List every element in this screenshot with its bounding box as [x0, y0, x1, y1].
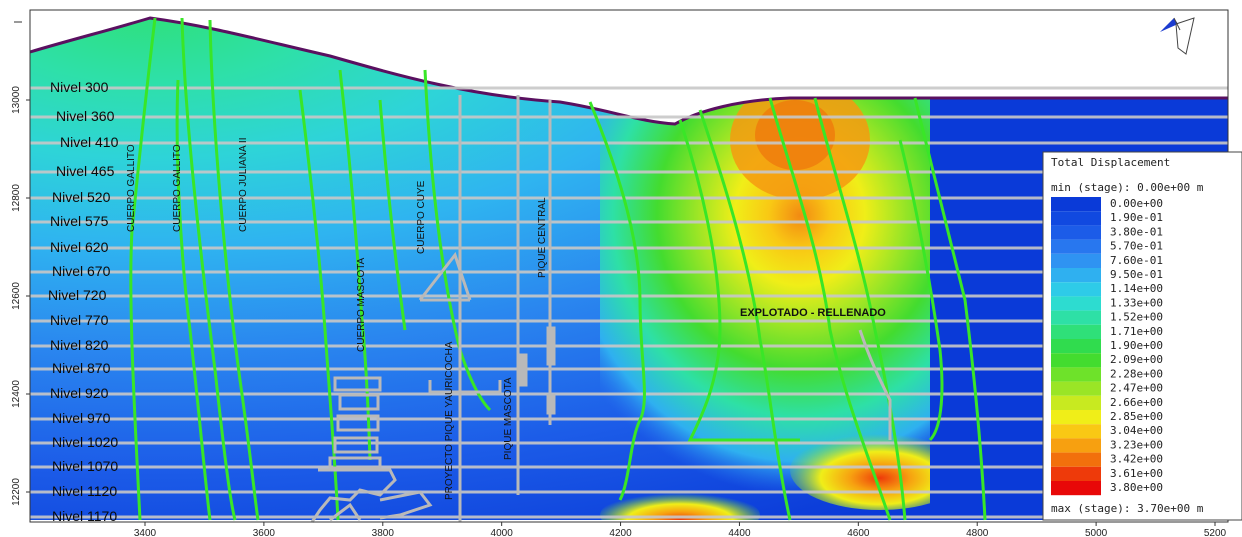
legend-swatch	[1051, 253, 1101, 268]
level-label: Nivel 520	[52, 189, 111, 205]
legend-entry-label: 1.52e+00	[1110, 311, 1163, 324]
legend-swatch	[1051, 239, 1101, 254]
legend-entry-label: 1.14e+00	[1110, 282, 1163, 295]
x-tick-label: 4000	[491, 528, 514, 537]
level-label: Nivel 720	[48, 287, 107, 303]
y-axis: 13000 12800 12600 12400 12200	[11, 21, 30, 506]
legend-entry-label: 2.66e+00	[1110, 396, 1163, 409]
legend-entry-label: 1.33e+00	[1110, 296, 1163, 309]
legend-swatch	[1051, 310, 1101, 325]
legend-max-label: max (stage): 3.70e+00 m	[1051, 502, 1204, 515]
legend-entry-label: 2.09e+00	[1110, 353, 1163, 366]
level-label: Nivel 410	[60, 134, 119, 150]
label-cuerpo-gallito-2: CUERPO GALLITO	[172, 144, 183, 232]
x-tick-label: 3600	[253, 528, 276, 537]
mine-infrastructure	[310, 95, 892, 523]
y-tick-label: 12200	[11, 478, 22, 506]
level-label: Nivel 575	[50, 213, 109, 229]
legend-swatch	[1051, 424, 1101, 439]
legend-swatch	[1051, 211, 1101, 226]
legend-swatch	[1051, 466, 1101, 481]
x-tick-label: 4800	[966, 528, 989, 537]
legend-entry-label: 3.23e+00	[1110, 438, 1163, 451]
x-tick-label: 5000	[1085, 528, 1108, 537]
y-tick-label: 12800	[11, 184, 22, 212]
north-arrow-icon	[1160, 17, 1195, 55]
legend-swatch	[1051, 367, 1101, 382]
x-tick-label: 4200	[609, 528, 632, 537]
level-label: Nivel 360	[56, 108, 115, 124]
level-label: Nivel 465	[56, 163, 115, 179]
legend-entry-label: 3.61e+00	[1110, 467, 1163, 480]
legend-swatch	[1051, 381, 1101, 396]
level-label: Nivel 920	[50, 385, 109, 401]
level-label: Nivel 300	[50, 79, 109, 95]
x-tick-label: 3800	[372, 528, 395, 537]
label-cuerpo-gallito-1: CUERPO GALLITO	[126, 144, 137, 232]
x-tick-label: 4400	[728, 528, 751, 537]
legend-min-label: min (stage): 0.00e+00 m	[1051, 181, 1204, 194]
legend-swatch	[1051, 438, 1101, 453]
x-tick-label: 5200	[1204, 528, 1227, 537]
legend-title: Total Displacement	[1051, 156, 1170, 169]
label-pique-central: PIQUE CENTRAL	[537, 197, 548, 278]
legend-swatch	[1051, 225, 1101, 240]
level-label: Nivel 1120	[52, 483, 117, 499]
x-axis: 3400 3600 3800 4000 4200 4400 4600 4800 5000 5200	[134, 522, 1227, 537]
ore-body-contours	[129, 17, 987, 521]
legend-entry-label: 3.42e+00	[1110, 453, 1163, 466]
legend-entry-label: 3.04e+00	[1110, 424, 1163, 437]
zone-label-explotado: EXPLOTADO - RELLENADO	[740, 307, 886, 319]
level-label: Nivel 670	[52, 263, 111, 279]
legend-entry-label: 7.60e-01	[1110, 254, 1163, 267]
legend-swatch	[1051, 395, 1101, 410]
legend-entry-label: 3.80e-01	[1110, 225, 1163, 238]
level-label: Nivel 1170	[52, 508, 117, 524]
level-label: Nivel 1020	[52, 434, 118, 450]
level-lines	[30, 86, 1228, 519]
legend-swatch	[1051, 324, 1101, 339]
legend-swatch	[1051, 353, 1101, 368]
level-label: Nivel 870	[52, 360, 111, 376]
legend-entry-label: 1.90e-01	[1110, 211, 1163, 224]
label-proyecto-pique-yauricocha: PROYECTO PIQUE YAURICOCHA	[444, 341, 455, 500]
x-tick-label: 3400	[134, 528, 157, 537]
level-label: Nivel 1070	[52, 458, 118, 474]
legend-entry-label: 0.00e+00	[1110, 197, 1163, 210]
legend-swatch	[1051, 481, 1101, 496]
legend-entries: 0.00e+001.90e-013.80e-01 5.70e-017.60e-01…	[1051, 197, 1163, 496]
legend-entry-label: 2.28e+00	[1110, 367, 1163, 380]
legend-entry-label: 1.71e+00	[1110, 325, 1163, 338]
label-cuerpo-juliana: CUERPO JULIANA II	[238, 138, 249, 232]
label-cuerpo-cuye: CUERPO CUYE	[416, 180, 427, 254]
legend-swatch	[1051, 268, 1101, 283]
legend-entry-label: 1.90e+00	[1110, 339, 1163, 352]
y-tick-label: 13000	[11, 86, 22, 114]
legend-entry-label: 2.85e+00	[1110, 410, 1163, 423]
level-label: Nivel 620	[50, 239, 109, 255]
x-tick-label: 4600	[847, 528, 870, 537]
y-tick-label: 12400	[11, 380, 22, 408]
ore-body-labels: CUERPO GALLITO CUERPO GALLITO CUERPO JUL…	[126, 138, 548, 500]
legend-entry-label: 2.47e+00	[1110, 382, 1163, 395]
legend-swatch	[1051, 339, 1101, 354]
legend-swatch	[1051, 197, 1101, 212]
y-tick-label: 12600	[11, 282, 22, 310]
legend-swatch	[1051, 410, 1101, 425]
label-pique-mascota: PIQUE MASCOTA	[503, 377, 514, 460]
level-label: Nivel 770	[50, 312, 109, 328]
legend-swatch	[1051, 282, 1101, 297]
level-label: Nivel 970	[52, 410, 111, 426]
legend-entry-label: 3.80e+00	[1110, 481, 1163, 494]
legend-entry-label: 5.70e-01	[1110, 240, 1163, 253]
legend-swatch	[1051, 296, 1101, 311]
legend: Total Displacement min (stage): 0.00e+00…	[1042, 151, 1242, 521]
legend-swatch	[1051, 452, 1101, 467]
label-cuerpo-mascota: CUERPO MASCOTA	[356, 257, 367, 352]
topographic-surface-line	[29, 16, 1228, 126]
legend-entry-label: 9.50e-01	[1110, 268, 1163, 281]
level-label: Nivel 820	[50, 337, 109, 353]
